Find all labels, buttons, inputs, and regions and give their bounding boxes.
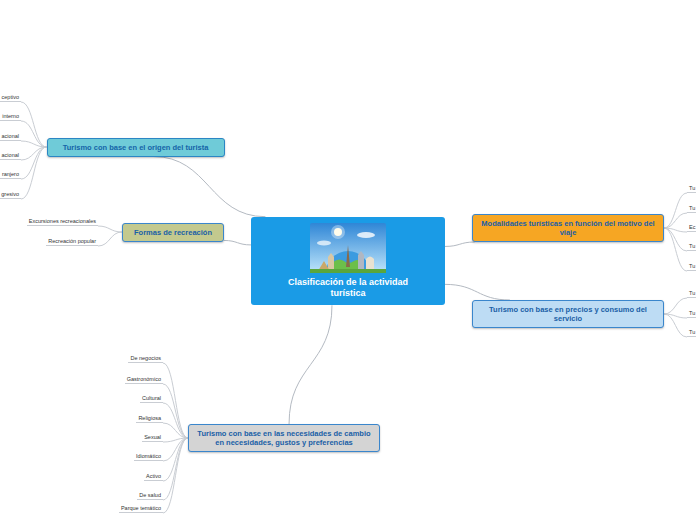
subtopic: Tu [687, 263, 696, 271]
main-topic: Formas de recreación [122, 223, 224, 242]
subtopic: Sexual [142, 434, 163, 442]
subtopic: Ec [687, 224, 696, 232]
subtopic-label: Religiosa [138, 415, 161, 421]
subtopic-label: gresivo [1, 191, 19, 197]
main-topic: Modalidades turísticas en función del mo… [472, 214, 664, 242]
subtopic: interno [0, 113, 21, 121]
main-topic: Turismo con base en el origen del turist… [47, 138, 225, 157]
subtopic-label: ranjero [2, 171, 19, 177]
connector [163, 403, 188, 438]
subtopic-label: Ec [689, 224, 695, 230]
connector [664, 298, 687, 314]
subtopic: Parque temático [119, 505, 163, 513]
connector [163, 423, 188, 438]
travel-illustration [310, 223, 386, 273]
subtopic: Tu [687, 205, 696, 213]
connector [21, 121, 47, 147]
subtopic-label: Cultural [142, 395, 161, 401]
subtopic-label: ceptivo [2, 94, 19, 100]
subtopic-label: acional [2, 133, 19, 139]
subtopic-label: Recreación popular [48, 238, 96, 244]
subtopic: Excursiones recreacionales [27, 218, 98, 226]
connector [664, 213, 687, 228]
connector [98, 232, 122, 246]
subtopic: Tu [687, 310, 696, 318]
subtopic-label: Tu [689, 205, 695, 211]
subtopic: Cultural [140, 395, 163, 403]
subtopic-label: Tu [689, 243, 695, 249]
connector [664, 228, 687, 271]
connector [664, 193, 687, 228]
subtopic-label: De negocios [130, 355, 161, 361]
topic-label: Formas de recreación [131, 228, 215, 237]
topic-label: Clasificación de la actividad turística [275, 277, 421, 299]
subtopic: acional [0, 133, 21, 141]
subtopic: Tu [687, 185, 696, 193]
connector [224, 240, 251, 244]
subtopic: Activo [144, 473, 163, 481]
subtopic: acional [0, 152, 21, 160]
connector [21, 147, 47, 199]
subtopic: De negocios [128, 355, 163, 363]
subtopic-label: Tu [689, 263, 695, 269]
connector [664, 314, 687, 337]
subtopic-label: De salud [139, 492, 161, 498]
connector [163, 438, 188, 513]
subtopic: Tu [687, 290, 696, 298]
subtopic-label: Sexual [144, 434, 161, 440]
topic-label: Turismo con base en precios y consumo de… [481, 305, 655, 323]
subtopic-label: Idiomático [136, 453, 161, 459]
subtopic: Idiomático [134, 453, 163, 461]
subtopic-label: Tu [689, 290, 695, 296]
connector [163, 384, 188, 438]
connector [163, 438, 188, 500]
subtopic: Religiosa [136, 415, 163, 423]
connector [21, 102, 47, 147]
subtopic: Gastronómico [125, 376, 163, 384]
subtopic-label: Gastronómico [127, 376, 161, 382]
subtopic: Tu [687, 243, 696, 251]
main-topic: Turismo con base en precios y consumo de… [472, 300, 664, 328]
subtopic-label: Tu [689, 329, 695, 335]
connector [163, 363, 188, 438]
subtopic-label: Tu [689, 310, 695, 316]
subtopic-label: acional [2, 152, 19, 158]
subtopic: Recreación popular [46, 238, 98, 246]
connector [664, 228, 687, 251]
topic-label: Turismo con base en el origen del turist… [56, 143, 216, 152]
subtopic-label: Tu [689, 185, 695, 191]
main-topic: Turismo con base en las necesidades de c… [188, 424, 380, 452]
subtopic: ranjero [0, 171, 21, 179]
central-topic: Clasificación de la actividad turística [251, 217, 445, 306]
connector [21, 141, 47, 147]
subtopic: gresivo [0, 191, 21, 199]
subtopic-label: Activo [146, 473, 161, 479]
topic-label: Modalidades turísticas en función del mo… [481, 219, 655, 237]
topic-label: Turismo con base en las necesidades de c… [197, 429, 371, 447]
subtopic-label: interno [2, 113, 19, 119]
subtopic: De salud [137, 492, 163, 500]
subtopic-label: Parque temático [121, 505, 161, 511]
subtopic-label: Excursiones recreacionales [29, 218, 96, 224]
connector [289, 305, 332, 424]
connector [445, 242, 475, 246]
subtopic: ceptivo [0, 94, 21, 102]
connector [98, 226, 122, 232]
connector [445, 284, 510, 300]
subtopic: Tu [687, 329, 696, 337]
connector [153, 157, 265, 217]
